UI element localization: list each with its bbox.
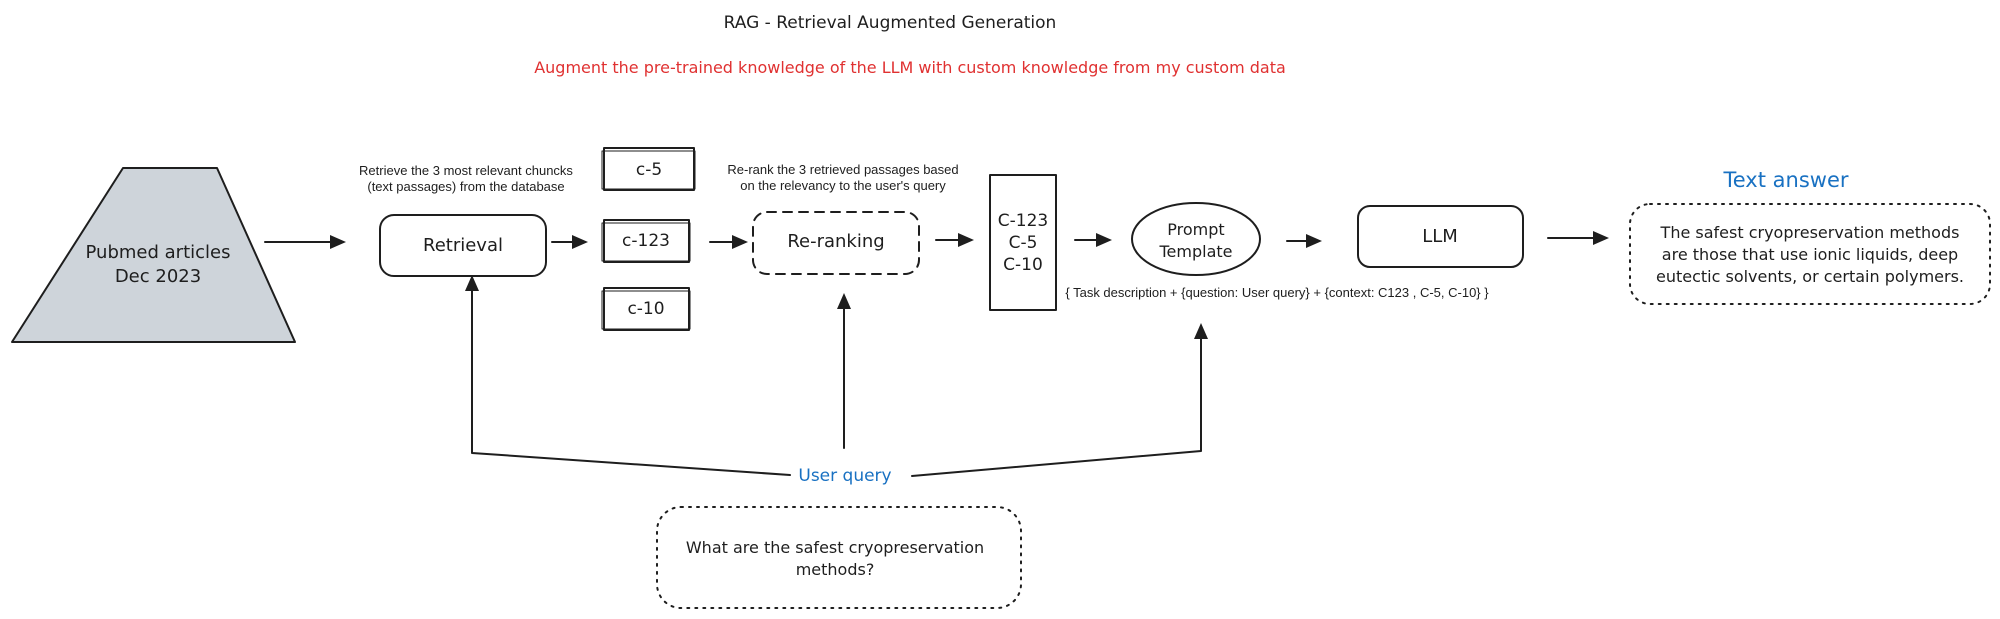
retrieval-caption-line1: Retrieve the 3 most relevant chuncks	[359, 163, 573, 178]
retrieval-caption-line2: (text passages) from the database	[367, 179, 564, 194]
user-query-label: User query	[798, 466, 891, 486]
ranked-chunk-3: C-10	[1003, 255, 1043, 275]
pubmed-label-line2: Dec 2023	[115, 266, 201, 287]
diagram-title: RAG - Retrieval Augmented Generation	[724, 13, 1057, 33]
prompt-template-line2: Template	[1158, 242, 1232, 261]
prompt-template-line1: Prompt	[1167, 220, 1224, 239]
chunk-c123-label: c-123	[622, 231, 670, 251]
retrieval-box	[379, 214, 547, 277]
prompt-formula: { Task description + {question: User que…	[1065, 285, 1489, 300]
user-query-node: What are the safest cryopreservation met…	[656, 506, 1022, 609]
reranking-label: Re-ranking	[787, 231, 884, 252]
chunk-c10: c-10	[601, 287, 691, 331]
arrow-source-to-retrieval	[264, 235, 346, 249]
user-query-box	[656, 506, 1022, 609]
arrow-retrieval-to-chunks	[551, 235, 588, 249]
reranking-node: Re-ranking	[752, 211, 920, 275]
diagram-subtitle: Augment the pre-trained knowledge of the…	[534, 58, 1286, 77]
arrow-prompt-to-llm	[1286, 234, 1322, 248]
chunk-c5-label: c-5	[636, 160, 662, 180]
prompt-template-node: Prompt Template	[1131, 202, 1261, 276]
ranked-chunks-box	[989, 174, 1057, 311]
arrow-llm-to-answer	[1547, 231, 1609, 245]
reranking-box	[752, 211, 920, 275]
retrieval-label: Retrieval	[423, 235, 503, 256]
answer-heading: Text answer	[1723, 168, 1849, 192]
pubmed-source-node: Pubmed articles Dec 2023	[11, 167, 296, 343]
ranked-chunk-2: C-5	[1009, 233, 1038, 253]
chunk-c5: c-5	[601, 147, 696, 191]
answer-line-2: are those that use ionic liquids, deep	[1662, 245, 1958, 264]
arrow-reranking-to-ranked	[935, 233, 974, 247]
arrow-ranked-to-prompt	[1074, 233, 1112, 247]
user-query-line-1: What are the safest cryopreservation	[686, 538, 984, 557]
chunk-c10-label: c-10	[627, 299, 664, 319]
chunk-c123: c-123	[601, 219, 691, 263]
llm-label: LLM	[1422, 226, 1458, 247]
answer-line-1: The safest cryopreservation methods	[1660, 223, 1960, 242]
llm-box	[1357, 205, 1524, 268]
prompt-template-ellipse	[1131, 202, 1261, 276]
pubmed-label-line1: Pubmed articles	[86, 242, 231, 263]
llm-node: LLM	[1357, 205, 1524, 268]
reranking-caption-line2: on the relevancy to the user's query	[740, 178, 946, 193]
reranking-caption-line1: Re-rank the 3 retrieved passages based	[727, 162, 958, 177]
user-query-to-prompt-connector	[911, 323, 1208, 477]
user-query-to-reranking-connector	[837, 293, 851, 449]
retrieval-node: Retrieval	[379, 214, 547, 277]
user-query-to-retrieval-connector	[465, 275, 791, 476]
answer-line-3: eutectic solvents, or certain polymers.	[1656, 267, 1964, 286]
ranked-chunk-1: C-123	[998, 211, 1048, 231]
ranked-chunks-node: C-123 C-5 C-10	[989, 174, 1057, 311]
user-query-line-2: methods?	[796, 560, 875, 579]
answer-box	[1629, 203, 1991, 305]
pubmed-trapezoid-shape	[11, 167, 296, 343]
answer-node: The safest cryopreservation methods are …	[1629, 203, 1991, 305]
arrow-chunks-to-reranking	[709, 235, 748, 249]
